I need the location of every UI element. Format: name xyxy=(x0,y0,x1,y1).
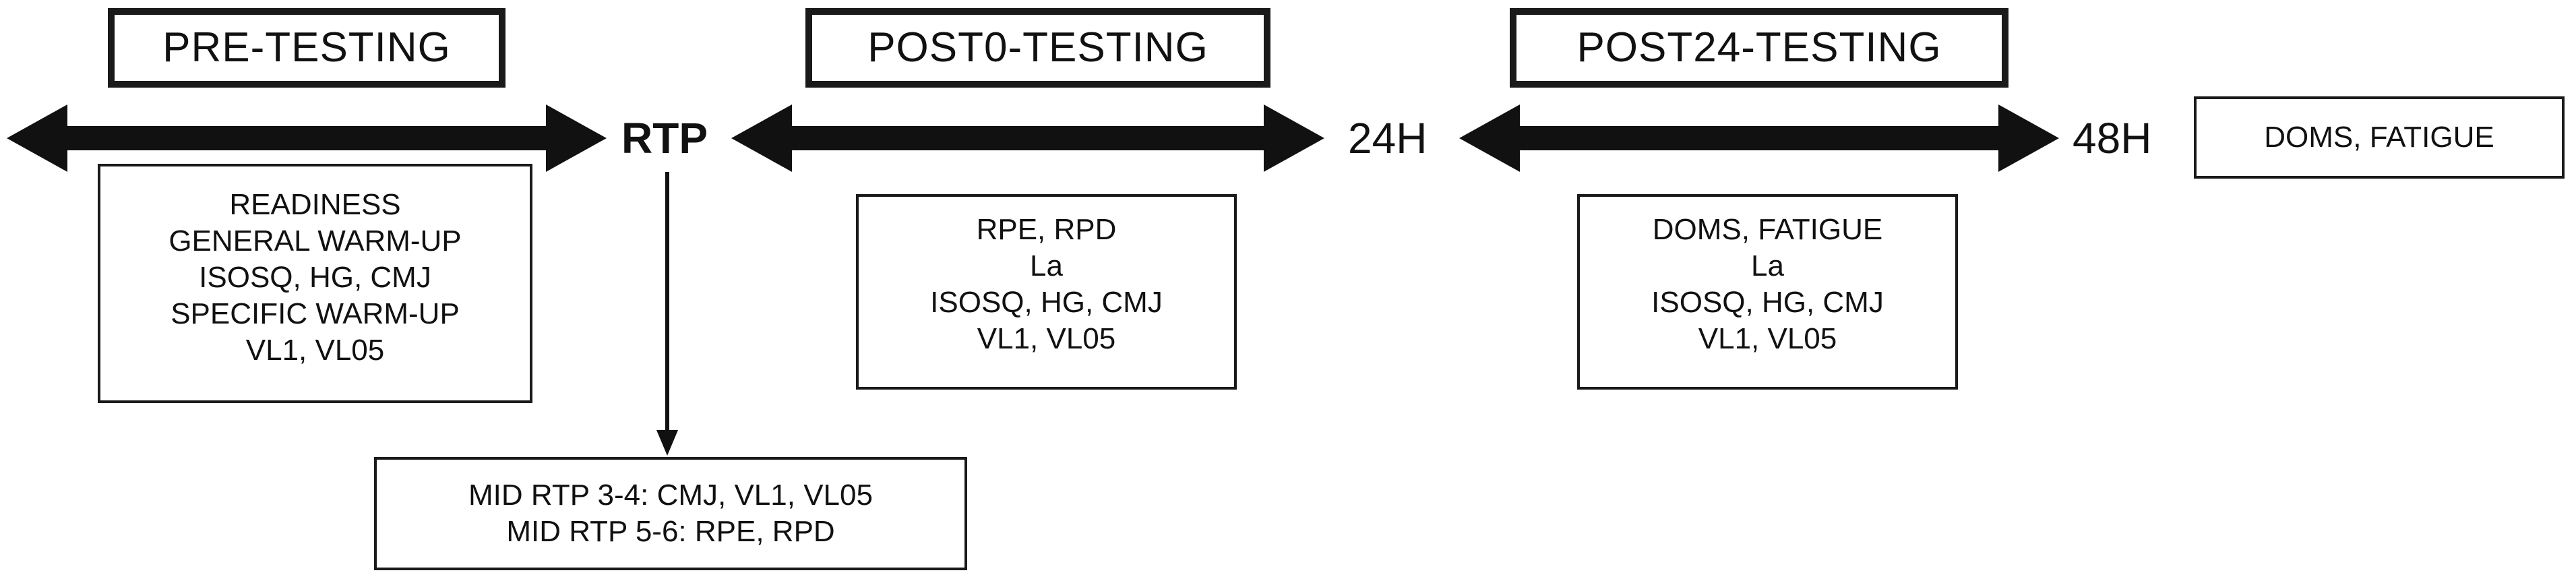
mid-rtp-5-6-measures: MID RTP 5-6: RPE, RPD xyxy=(506,515,835,548)
label-48h: 48H xyxy=(2073,114,2152,162)
post24-testing-title: POST24-TESTING xyxy=(1576,24,1942,71)
post24-testing-measures-box: DOMS, FATIGUE La ISOSQ, HG, CMJ VL1, VL0… xyxy=(1577,194,1958,390)
h48-measures-box: DOMS, FATIGUE xyxy=(2194,96,2565,179)
post0-measure-rpe-rpd: RPE, RPD xyxy=(976,213,1117,246)
pre-measure-general-warmup: GENERAL WARM-UP xyxy=(168,224,462,257)
rtp-down-arrow-head xyxy=(656,430,678,456)
post24-measure-doms-fatigue: DOMS, FATIGUE xyxy=(1652,213,1883,246)
post0-measure-isosq-hg-cmj: ISOSQ, HG, CMJ xyxy=(930,286,1163,319)
mid-rtp-3-4-measures: MID RTP 3-4: CMJ, VL1, VL05 xyxy=(468,479,873,512)
post0-testing-measures-box: RPE, RPD La ISOSQ, HG, CMJ VL1, VL05 xyxy=(856,194,1237,390)
post0-measure-la: La xyxy=(1030,249,1063,282)
h48-measure: DOMS, FATIGUE xyxy=(2264,121,2494,154)
mid-rtp-measures-box: MID RTP 3-4: CMJ, VL1, VL05 MID RTP 5-6:… xyxy=(374,457,967,570)
post0-measure-vl1-vl05: VL1, VL05 xyxy=(977,322,1116,355)
post0-testing-title-box: POST0-TESTING xyxy=(805,8,1270,88)
post24-measure-isosq-hg-cmj: ISOSQ, HG, CMJ xyxy=(1651,286,1884,319)
post24-measure-vl1-vl05: VL1, VL05 xyxy=(1698,322,1837,355)
pre-testing-measures-box: READINESS GENERAL WARM-UP ISOSQ, HG, CMJ… xyxy=(98,164,532,403)
label-24h: 24H xyxy=(1348,114,1428,162)
pre-testing-title-box: PRE-TESTING xyxy=(108,8,505,88)
post0-testing-title: POST0-TESTING xyxy=(867,24,1208,71)
pre-measure-vl1-vl05: VL1, VL05 xyxy=(245,334,385,367)
post0-testing-double-arrow xyxy=(731,104,1324,172)
post24-testing-double-arrow xyxy=(1459,104,2059,172)
pre-testing-title: PRE-TESTING xyxy=(162,24,451,71)
pre-measure-readiness: READINESS xyxy=(229,188,401,221)
rtp-label: RTP xyxy=(621,114,708,162)
pre-testing-double-arrow xyxy=(7,104,607,172)
pre-measure-isosq-hg-cmj: ISOSQ, HG, CMJ xyxy=(199,261,431,294)
post24-testing-title-box: POST24-TESTING xyxy=(1510,8,2008,88)
pre-measure-specific-warmup: SPECIFIC WARM-UP xyxy=(171,297,460,330)
post24-measure-la: La xyxy=(1751,249,1784,282)
